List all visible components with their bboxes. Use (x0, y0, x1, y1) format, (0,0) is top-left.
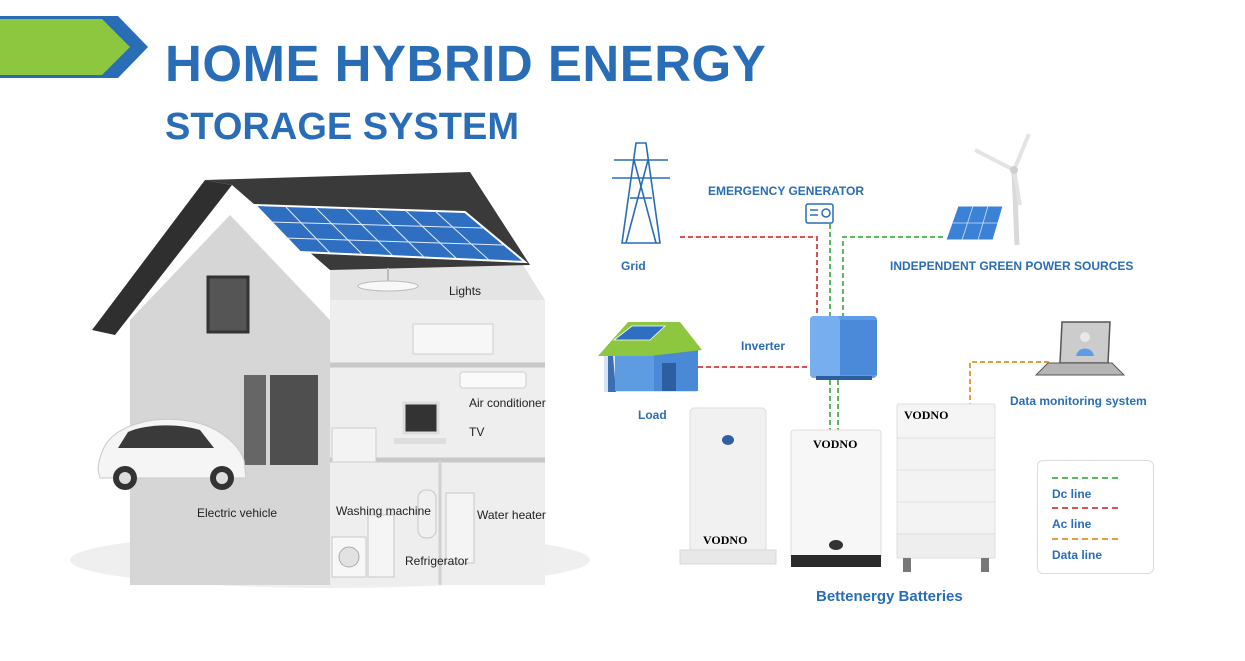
legend-swatch-data (1052, 538, 1118, 540)
label-data-monitoring: Data monitoring system (1010, 394, 1147, 408)
label-air-conditioner: Air conditioner (469, 396, 546, 410)
page-subtitle: STORAGE SYSTEM (165, 106, 520, 148)
battery-brand-label: VODNO (703, 533, 748, 547)
label-load: Load (638, 408, 667, 422)
battery-units (679, 403, 996, 572)
label-green-power: INDEPENDENT GREEN POWER SOURCES (890, 259, 1134, 273)
generator-icon (805, 203, 834, 224)
label-emergency-generator: EMERGENCY GENERATOR (708, 184, 865, 198)
label-lights: Lights (449, 284, 482, 298)
legend-label-ac: Ac line (1052, 517, 1092, 531)
header-arrow (0, 16, 148, 78)
car-illustration (97, 418, 247, 490)
label-grid: Grid (621, 259, 646, 273)
label-water-heater: Water heater (477, 508, 546, 522)
connection-lines (680, 224, 1049, 430)
legend: Dc line Ac line Data line (1037, 460, 1154, 574)
legend-label-dc: Dc line (1052, 487, 1092, 501)
label-electric-vehicle: Electric vehicle (197, 506, 278, 520)
grid-tower-icon (612, 142, 670, 244)
battery-brand-label: VODNO (813, 437, 858, 451)
legend-swatch-ac (1052, 507, 1118, 509)
battery-brand-label: VODNO (904, 408, 949, 422)
laptop-icon (1034, 321, 1126, 376)
page-title: HOME HYBRID ENERGY (165, 35, 767, 92)
batteries-caption: Bettenergy Batteries (816, 588, 963, 605)
label-refrigerator: Refrigerator (405, 554, 469, 568)
legend-label-data: Data line (1052, 548, 1103, 562)
green-power-icon (945, 133, 1031, 246)
label-washing-machine: Washing machine (336, 504, 431, 518)
house-illustration (92, 172, 545, 585)
load-house-icon (598, 322, 702, 392)
legend-swatch-dc (1052, 477, 1118, 479)
label-tv: TV (469, 425, 485, 439)
inverter-icon (810, 316, 877, 380)
label-inverter: Inverter (741, 339, 786, 353)
